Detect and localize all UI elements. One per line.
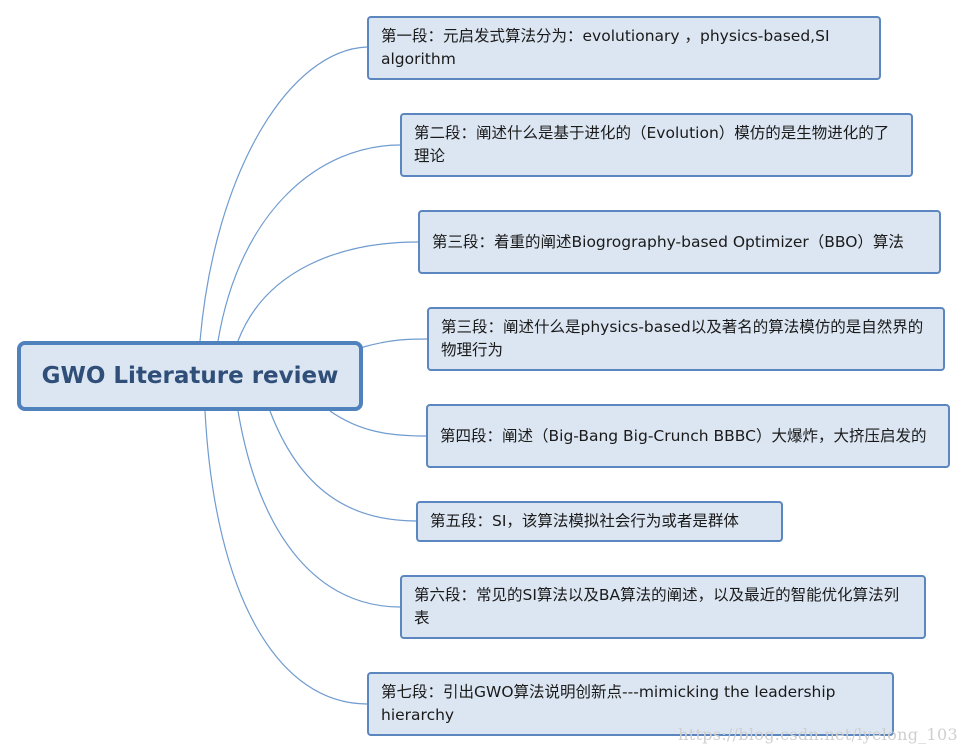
branch-label-7: 第六段：常见的SI算法以及BA算法的阐述，以及最近的智能优化算法列表 (414, 586, 900, 627)
branch-node-8[interactable]: 第七段：引出GWO算法说明创新点---mimicking the leaders… (367, 672, 894, 736)
connector-branch-3 (237, 241, 419, 342)
branch-label-6: 第五段：SI，该算法模拟社会行为或者是群体 (430, 512, 739, 530)
connector-branch-6 (269, 410, 417, 522)
connector-branch-8 (204, 410, 368, 705)
branch-node-2[interactable]: 第二段：阐述什么是基于进化的（Evolution）模仿的是生物进化的了理论 (400, 113, 913, 177)
branch-label-8: 第七段：引出GWO算法说明创新点---mimicking the leaders… (381, 683, 836, 724)
branch-label-2: 第二段：阐述什么是基于进化的（Evolution）模仿的是生物进化的了理论 (414, 124, 890, 165)
branch-label-3: 第三段：着重的阐述Biogrography-based Optimizer（BB… (432, 232, 904, 251)
branch-label-5: 第四段：阐述（Big-Bang Big-Crunch BBBC）大爆炸，大挤压启… (440, 426, 927, 445)
central-topic[interactable]: GWO Literature review (17, 341, 363, 411)
branch-node-7[interactable]: 第六段：常见的SI算法以及BA算法的阐述，以及最近的智能优化算法列表 (400, 575, 926, 639)
watermark: https://blog.csdn.net/lyelong_103 (678, 725, 958, 744)
branch-node-5[interactable]: 第四段：阐述（Big-Bang Big-Crunch BBBC）大爆炸，大挤压启… (426, 404, 950, 468)
branch-node-4[interactable]: 第三段：阐述什么是physics-based以及著名的算法模仿的是自然界的物理行… (427, 307, 945, 371)
connector-branch-2 (217, 144, 401, 342)
branch-label-1: 第一段：元启发式算法分为：evolutionary ，physics-based… (381, 27, 830, 68)
branch-node-1[interactable]: 第一段：元启发式算法分为：evolutionary ，physics-based… (367, 16, 881, 80)
branch-label-4: 第三段：阐述什么是physics-based以及著名的算法模仿的是自然界的物理行… (441, 318, 924, 359)
central-topic-label: GWO Literature review (41, 363, 339, 389)
branch-node-3[interactable]: 第三段：着重的阐述Biogrography-based Optimizer（BB… (418, 210, 941, 274)
connector-branch-5 (329, 410, 427, 437)
connector-branch-4 (359, 338, 428, 349)
branch-node-6[interactable]: 第五段：SI，该算法模拟社会行为或者是群体 (416, 501, 783, 542)
connector-branch-1 (199, 46, 368, 342)
connector-branch-7 (237, 410, 401, 608)
